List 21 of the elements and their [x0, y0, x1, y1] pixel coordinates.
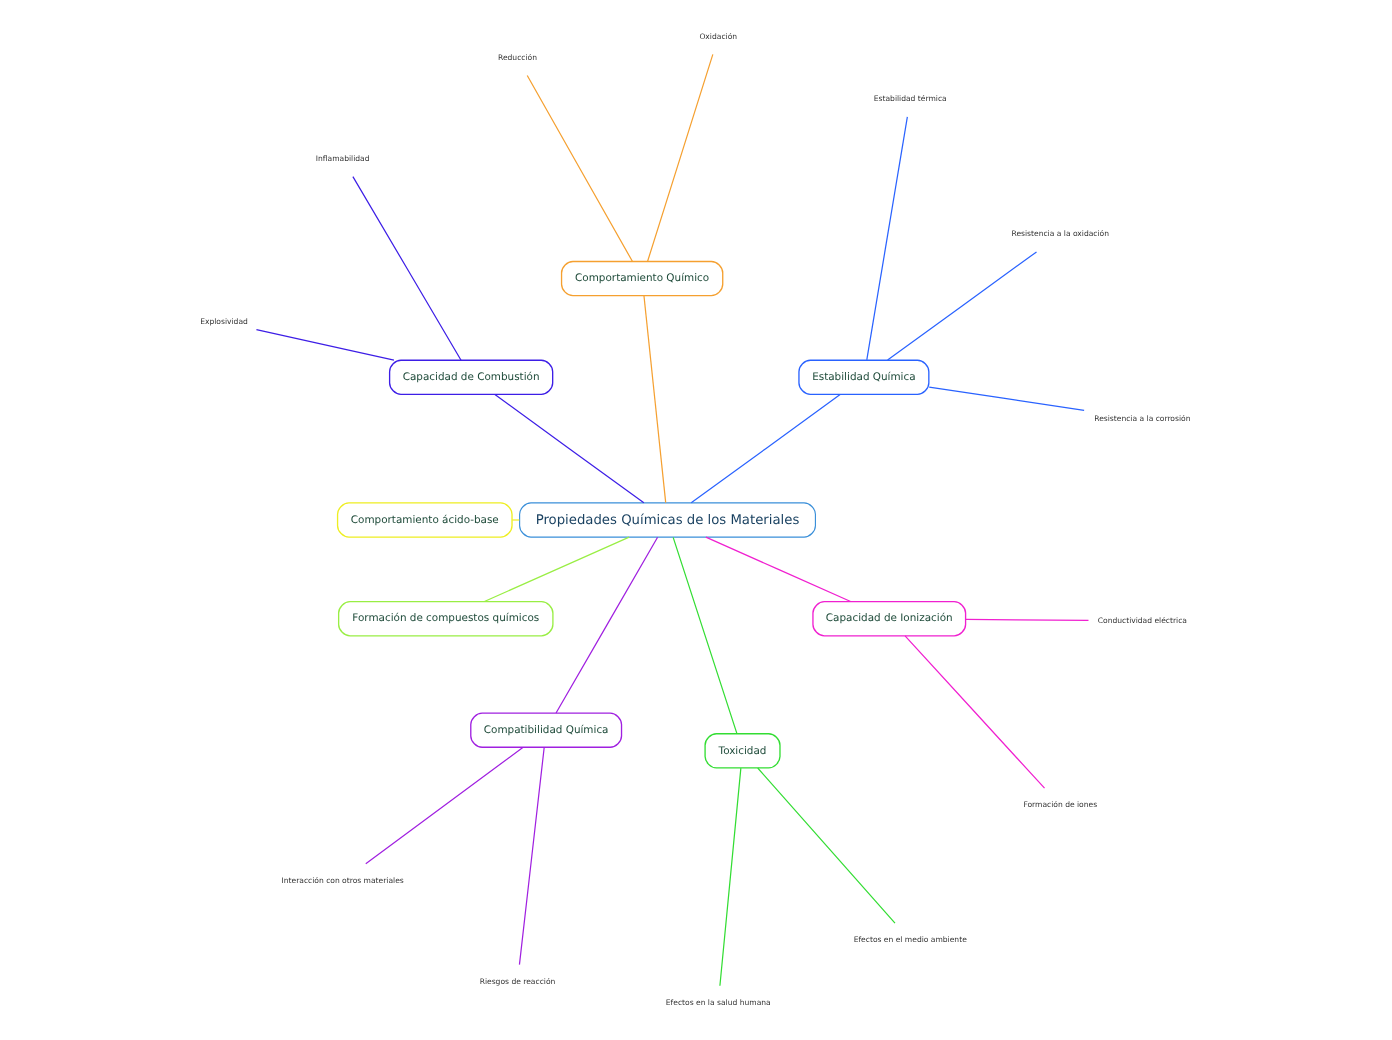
connector — [555, 536, 659, 714]
connector — [690, 393, 841, 504]
connector — [643, 295, 667, 504]
connector — [647, 53, 714, 262]
connector — [494, 393, 645, 504]
connector — [866, 116, 908, 361]
connector — [511, 519, 520, 521]
connector — [518, 746, 545, 966]
connector — [352, 175, 462, 361]
connector — [928, 386, 1085, 411]
connector — [365, 746, 524, 865]
connector — [886, 251, 1038, 361]
connector — [483, 536, 630, 603]
connector — [705, 536, 852, 603]
connector — [904, 635, 1046, 789]
connector — [719, 767, 742, 987]
connector — [526, 74, 633, 262]
connector — [757, 767, 896, 924]
connector — [672, 536, 738, 735]
connector — [255, 329, 395, 361]
connector — [965, 618, 1090, 622]
